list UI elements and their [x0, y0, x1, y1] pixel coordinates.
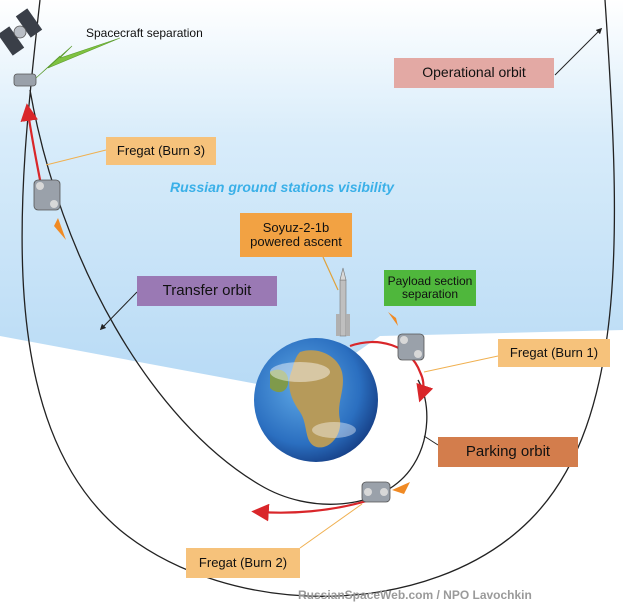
burn1-pointer: [423, 355, 499, 373]
fregat-burn2-label: Fregat (Burn 2): [186, 548, 300, 578]
transfer-orbit-pointer: [99, 291, 138, 331]
parking-orbit-pointer: [423, 435, 439, 446]
burn2-arc: [251, 498, 371, 522]
ascent-arc: [349, 341, 434, 403]
operational-orbit-label: Operational orbit: [394, 58, 554, 88]
fregat-burn3-label: Fregat (Burn 3): [106, 137, 216, 165]
fregat-burn1-stage: [388, 312, 425, 361]
soyuz-pointer: [322, 256, 339, 291]
earth-globe: [254, 338, 378, 462]
spacecraft-separation-label: Spacecraft separation: [86, 26, 203, 40]
separation-arrow: [35, 37, 121, 79]
soyuz-ascent-label: Soyuz-2-1b powered ascent: [240, 213, 352, 257]
burn3-pointer: [45, 149, 107, 166]
fregat-burn3-stage: [33, 179, 66, 240]
operational-orbit-pointer: [554, 27, 603, 76]
payload-separation-label: Payload section separation: [384, 270, 476, 306]
separated-spacecraft-icon: [13, 73, 37, 87]
parking-orbit-label: Parking orbit: [438, 437, 578, 467]
visibility-label: Russian ground stations visibility: [170, 179, 395, 195]
spacecraft-icon: [0, 8, 43, 56]
fregat-burn1-label: Fregat (Burn 1): [498, 339, 610, 367]
transfer-orbit-label: Transfer orbit: [137, 276, 277, 306]
fregat-burn2-stage: [361, 481, 410, 503]
soyuz-rocket: [336, 267, 350, 337]
burn2-pointer: [299, 503, 363, 549]
credit-label: RussianSpaceWeb.com / NPO Lavochkin: [298, 588, 532, 602]
transfer-orbit-line: [29, 89, 428, 505]
operational-orbit-line: [21, 0, 616, 597]
